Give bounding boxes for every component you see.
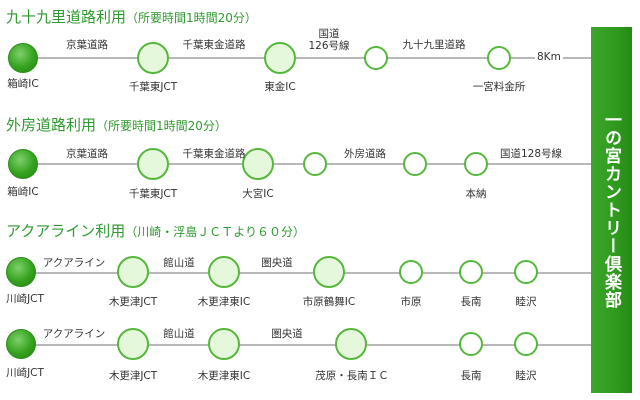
route-line (22, 344, 592, 346)
road-label: 京葉道路 (66, 39, 108, 51)
road-label: 千葉東金道路 (182, 39, 246, 51)
route-node-waypoint (403, 152, 427, 176)
route-node-junction (117, 328, 149, 360)
node-label: 川崎JCT (6, 367, 44, 379)
route-line (22, 57, 592, 59)
node-label: 市原 (400, 296, 422, 308)
node-label: 箱崎IC (7, 78, 39, 90)
node-label: 大宮IC (242, 188, 274, 200)
road-label: 外房道路 (344, 148, 386, 160)
section-title-kujukuri: 九十九里道路利用（所要時間1時間20分） (6, 6, 257, 27)
node-label: 木更津JCT (108, 370, 158, 382)
section-title-sotobo: 外房道路利用（所要時間1時間20分） (6, 114, 227, 135)
distance-label: 8Km (535, 51, 563, 63)
route-node-interchange (335, 328, 367, 360)
route-node-interchange (208, 256, 240, 288)
route-node-interchange (242, 148, 274, 180)
route-node-start (6, 257, 36, 287)
route-node-station (459, 332, 483, 356)
node-label: 木更津東IC (197, 370, 251, 382)
route-node-waypoint (303, 152, 327, 176)
route-line (22, 272, 592, 274)
node-label: 一宮料金所 (472, 81, 526, 93)
route-node-interchange (313, 256, 345, 288)
node-label: 長南 (460, 370, 482, 382)
section-title-aqualine: アクアライン利用（川崎・浮島ＪＣＴより６０分） (6, 220, 305, 241)
route-node-interchange (208, 328, 240, 360)
road-label: アクアライン (42, 257, 106, 269)
route-node-station (459, 260, 483, 284)
node-label: 千葉東JCT (128, 81, 178, 93)
node-label: 木更津JCT (108, 296, 158, 308)
section-subtitle: （所要時間1時間20分） (126, 11, 257, 25)
node-label: 木更津東IC (197, 296, 251, 308)
node-label: 東金IC (264, 81, 296, 93)
route-node-junction (117, 256, 149, 288)
route-node-station (514, 332, 538, 356)
road-label: 京葉道路 (66, 148, 108, 160)
node-label: 千葉東JCT (128, 188, 178, 200)
section-subtitle: （川崎・浮島ＪＣＴより６０分） (125, 225, 306, 239)
section-title-text: アクアライン利用 (6, 222, 126, 240)
road-label: 国道128号線 (500, 148, 563, 160)
node-label: 川崎JCT (6, 293, 44, 305)
node-label: 箱崎IC (7, 186, 39, 198)
road-label: 館山道 (163, 257, 195, 269)
section-title-text: 外房道路利用 (6, 116, 97, 134)
route-node-start (8, 149, 38, 179)
destination-banner: 一の宮カントリー倶楽部 (591, 27, 632, 393)
road-label: 国道 126号線 (308, 28, 350, 52)
route-node-tollgate (487, 46, 511, 70)
route-node-waypoint (364, 46, 388, 70)
section-title-text: 九十九里道路利用 (6, 8, 127, 26)
route-node-station (514, 260, 538, 284)
node-label: 市原鶴舞IC (302, 296, 356, 308)
route-node-start (8, 43, 38, 73)
road-label: 千葉東金道路 (182, 148, 246, 160)
route-node-start (6, 329, 36, 359)
route-node-interchange (264, 42, 296, 74)
node-label: 長南 (460, 296, 482, 308)
node-label: 茂原・長南ＩＣ (315, 370, 389, 382)
road-label: 九十九里道路 (402, 39, 466, 51)
road-label: 圏央道 (271, 328, 303, 340)
road-label: 圏央道 (261, 257, 293, 269)
route-node-station (399, 260, 423, 284)
node-label: 睦沢 (515, 296, 537, 308)
road-label: 館山道 (163, 328, 195, 340)
road-label: アクアライン (42, 328, 106, 340)
node-label: 睦沢 (515, 370, 537, 382)
route-node-junction (137, 42, 169, 74)
route-node-junction (137, 148, 169, 180)
section-subtitle: （所要時間1時間20分） (96, 119, 227, 133)
route-node-station (464, 152, 488, 176)
node-label: 本納 (465, 188, 487, 200)
